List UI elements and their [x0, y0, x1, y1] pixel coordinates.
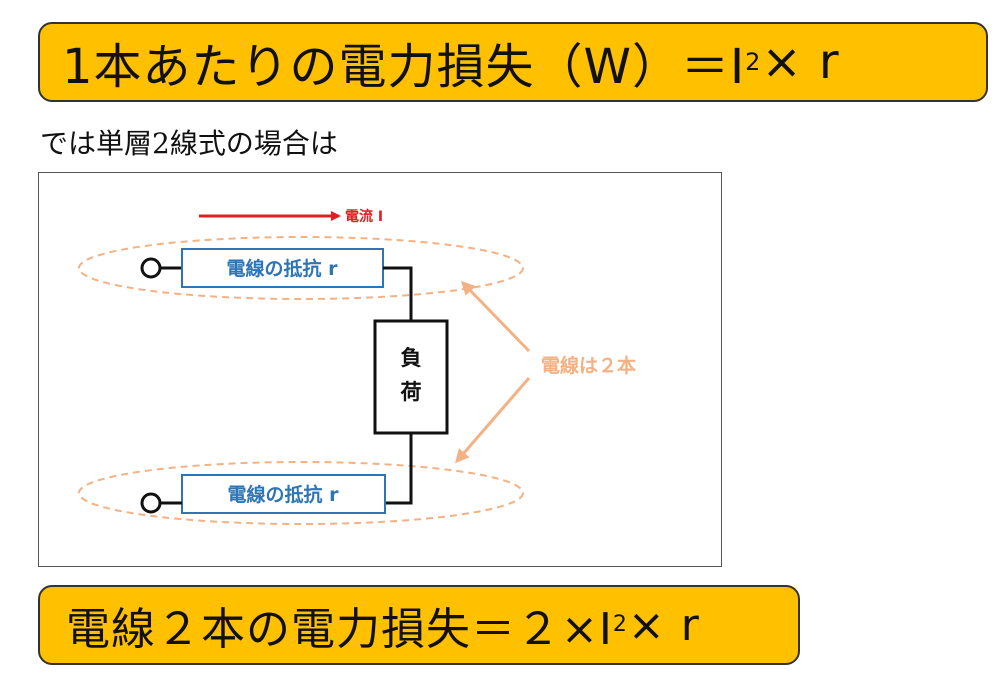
- bottom-terminal: [140, 492, 162, 514]
- bottom-resistor-label: 電線の抵抗 r: [228, 483, 340, 506]
- bottom-wire-from-load: [385, 433, 413, 505]
- top-resistor-label: 電線の抵抗 r: [227, 257, 339, 280]
- top-wire-to-load: [383, 266, 413, 321]
- top-terminal: [140, 257, 162, 279]
- circuit-diagram-frame: 電流 I 電線の抵抗 r 負 荷 電線の抵抗 r 電線は２本: [38, 172, 722, 567]
- subtitle-text: では単層2線式の場合は: [40, 127, 338, 160]
- current-label: 電流 I: [345, 208, 383, 225]
- bottom-wire-ellipse: [78, 461, 524, 525]
- bottom-resistor: [181, 474, 386, 514]
- formula-top-rhs: × r: [761, 34, 840, 90]
- load-box: [373, 319, 449, 435]
- annotation-arrow-down: [455, 377, 531, 464]
- load-label-top: 負: [401, 346, 422, 370]
- load-label-bottom: 荷: [401, 380, 422, 404]
- wire-count-label: 電線は２本: [541, 354, 636, 377]
- annotation-arrow-up: [460, 280, 531, 353]
- formula-bottom-rhs: × r: [627, 599, 700, 651]
- formula-top-lhs: 1本あたりの電力損失（W）＝I: [62, 39, 746, 95]
- formula-bottom-lhs: 電線２本の電力損失＝２×I: [66, 604, 613, 655]
- circuit-diagram: 電流 I 電線の抵抗 r 負 荷 電線の抵抗 r 電線は２本: [78, 208, 636, 525]
- top-wire-ellipse: [78, 236, 524, 300]
